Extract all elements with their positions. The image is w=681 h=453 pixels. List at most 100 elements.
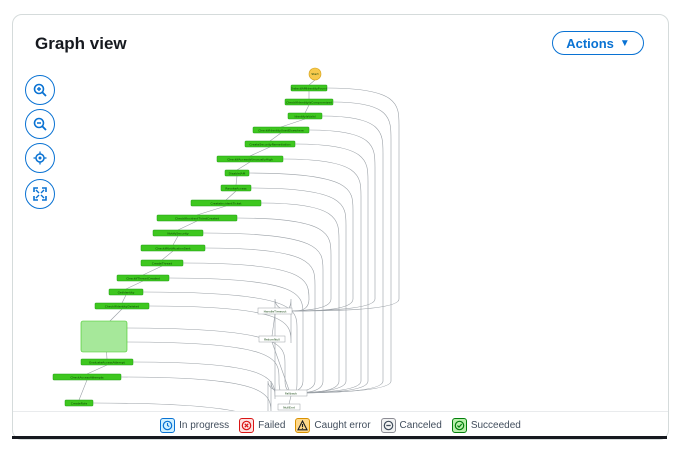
fit-view-icon bbox=[33, 187, 47, 201]
graph-edge bbox=[269, 132, 282, 142]
legend-label: Caught error bbox=[314, 419, 371, 431]
task-node[interactable]: CheckIfAccessIsUnusuallyHigh bbox=[216, 155, 284, 163]
legend-failed: Failed bbox=[239, 417, 285, 433]
minus-icon bbox=[380, 417, 396, 433]
graph-edge bbox=[196, 205, 227, 216]
task-label: CheckIfThreadCreated bbox=[126, 276, 160, 280]
caret-down-icon: ▼ bbox=[619, 37, 630, 49]
center-icon bbox=[33, 151, 47, 165]
task-node[interactable]: CheckIfIdentityIsCompromised bbox=[284, 98, 334, 106]
task-label: CreateRole bbox=[71, 401, 88, 405]
actions-button[interactable]: Actions ▼ bbox=[552, 31, 644, 55]
graph-edge bbox=[225, 190, 237, 201]
task-label: CheckIfIdentityUsedElsewhere bbox=[258, 128, 304, 132]
graph-view-panel: Graph view Actions ▼ bbox=[12, 14, 669, 440]
graph-edge bbox=[202, 232, 324, 394]
warning-icon bbox=[295, 417, 311, 433]
graph-edge bbox=[86, 364, 108, 375]
task-label: CheckIfNotificationSent bbox=[155, 246, 191, 250]
end-label: NullEnd bbox=[283, 406, 295, 410]
graph-edge bbox=[294, 143, 369, 394]
center-button[interactable] bbox=[25, 143, 55, 173]
graph-edge bbox=[204, 247, 316, 394]
legend-succeeded: Succeeded bbox=[451, 417, 521, 433]
handle-timeout-node[interactable]: HandleTimeout bbox=[257, 307, 293, 315]
graph-edge bbox=[271, 341, 290, 391]
zoom-out-icon bbox=[33, 117, 47, 131]
task-node[interactable]: CheckIfIdentityUsedElsewhere bbox=[252, 126, 310, 134]
task-label: CreateSecurityRemediation bbox=[249, 142, 290, 146]
graph-edge bbox=[236, 161, 251, 171]
task-label: DisableIAM bbox=[229, 171, 246, 175]
fallback-node[interactable]: Fallback bbox=[274, 389, 308, 397]
task-label: CreateIncidentTicket bbox=[211, 201, 243, 205]
start-node[interactable]: Start bbox=[308, 67, 322, 81]
legend-label: Succeeded bbox=[470, 419, 521, 431]
graph-edge bbox=[294, 87, 400, 312]
task-node[interactable]: CreateSecurityRemediation bbox=[244, 140, 296, 148]
graph-edge bbox=[304, 104, 310, 114]
task-node[interactable]: CheckAccessAttempts bbox=[52, 373, 122, 381]
status-legend: In progress Failed Caught error Canceled… bbox=[13, 411, 668, 438]
graph-edge bbox=[120, 376, 284, 411]
graph-edge bbox=[288, 395, 292, 405]
task-label: RevokeAccess bbox=[225, 186, 247, 190]
task-node[interactable]: GetIdentity bbox=[108, 288, 144, 296]
graph-edge bbox=[236, 217, 332, 312]
legend-in-progress: In progress bbox=[160, 417, 230, 433]
graph-edge bbox=[92, 380, 296, 411]
legend-label: In progress bbox=[179, 419, 230, 431]
task-label: CheckIfIdentityDeleted bbox=[105, 304, 140, 308]
page-title: Graph view bbox=[35, 34, 127, 53]
graph-edge bbox=[248, 172, 354, 312]
graph-edge bbox=[282, 158, 362, 394]
zoom-in-button[interactable] bbox=[25, 75, 55, 105]
graph-edge bbox=[280, 118, 306, 128]
graph-edge bbox=[177, 220, 198, 231]
task-node[interactable]: CreateThread bbox=[140, 259, 184, 267]
graph-edge bbox=[172, 235, 179, 246]
graph-edge bbox=[182, 262, 310, 312]
task-node[interactable]: DisableIAM bbox=[224, 169, 250, 177]
task-node[interactable]: RevokeAccess bbox=[220, 184, 252, 192]
zoom-out-button[interactable] bbox=[25, 109, 55, 139]
task-node[interactable]: EvaluateAccessAttempt bbox=[80, 358, 134, 366]
graph-edge bbox=[124, 341, 284, 394]
end-node[interactable]: NullEnd bbox=[277, 403, 301, 411]
task-label: CheckIfIncidentTicketCreated bbox=[175, 216, 219, 220]
zoom-in-icon bbox=[33, 83, 47, 97]
task-node[interactable]: CheckIfIdentityDeleted bbox=[94, 302, 150, 310]
task-node[interactable]: CheckIfNotificationSent bbox=[140, 244, 206, 252]
graph-edge bbox=[235, 175, 238, 186]
task-label: CheckIfAccessIsUnusuallyHigh bbox=[227, 157, 273, 161]
state-machine-graph[interactable]: DetectIAMIdentityFoundCheckIfIdentityIsC… bbox=[13, 15, 668, 411]
task-label: EvaluateAccessAttempt bbox=[89, 360, 125, 364]
task-node[interactable]: CheckIfThreadCreated bbox=[116, 274, 170, 282]
task-node[interactable]: DetectIAMIdentityFound bbox=[290, 84, 328, 92]
graph-nodes: DetectIAMIdentityFoundCheckIfIdentityIsC… bbox=[52, 84, 334, 407]
clock-icon bbox=[160, 417, 176, 433]
return-null-label: ReturnNull bbox=[264, 338, 280, 342]
task-label: DetectIAMIdentityFound bbox=[291, 86, 327, 90]
task-node[interactable]: NotifySecurity bbox=[152, 229, 204, 237]
fallback-label: Fallback bbox=[285, 392, 297, 396]
task-label: GetIdentity bbox=[118, 290, 135, 294]
graph-edge bbox=[249, 146, 271, 157]
check-icon bbox=[451, 417, 467, 433]
graph-edge bbox=[125, 280, 144, 290]
handle-timeout-label: HandleTimeout bbox=[264, 310, 288, 314]
task-label: NotifySecurity bbox=[167, 231, 188, 235]
graph-edge bbox=[294, 115, 384, 394]
start-label: Start bbox=[311, 72, 319, 76]
graph-edge bbox=[260, 202, 340, 394]
bottom-border bbox=[12, 436, 667, 439]
actions-label: Actions bbox=[566, 35, 614, 51]
task-label: IdentifyIsValid bbox=[294, 114, 315, 118]
fit-view-button[interactable] bbox=[25, 179, 55, 209]
task-node[interactable]: IdentifyIsValid bbox=[287, 112, 323, 120]
task-node[interactable]: CheckIfIncidentTicketCreated bbox=[156, 214, 238, 222]
task-node[interactable]: CreateRole bbox=[64, 399, 94, 407]
task-label: CheckIfIdentityIsCompromised bbox=[286, 100, 332, 104]
task-node[interactable]: CreateIncidentTicket bbox=[190, 199, 262, 207]
return-null-node[interactable]: ReturnNull bbox=[258, 335, 286, 343]
